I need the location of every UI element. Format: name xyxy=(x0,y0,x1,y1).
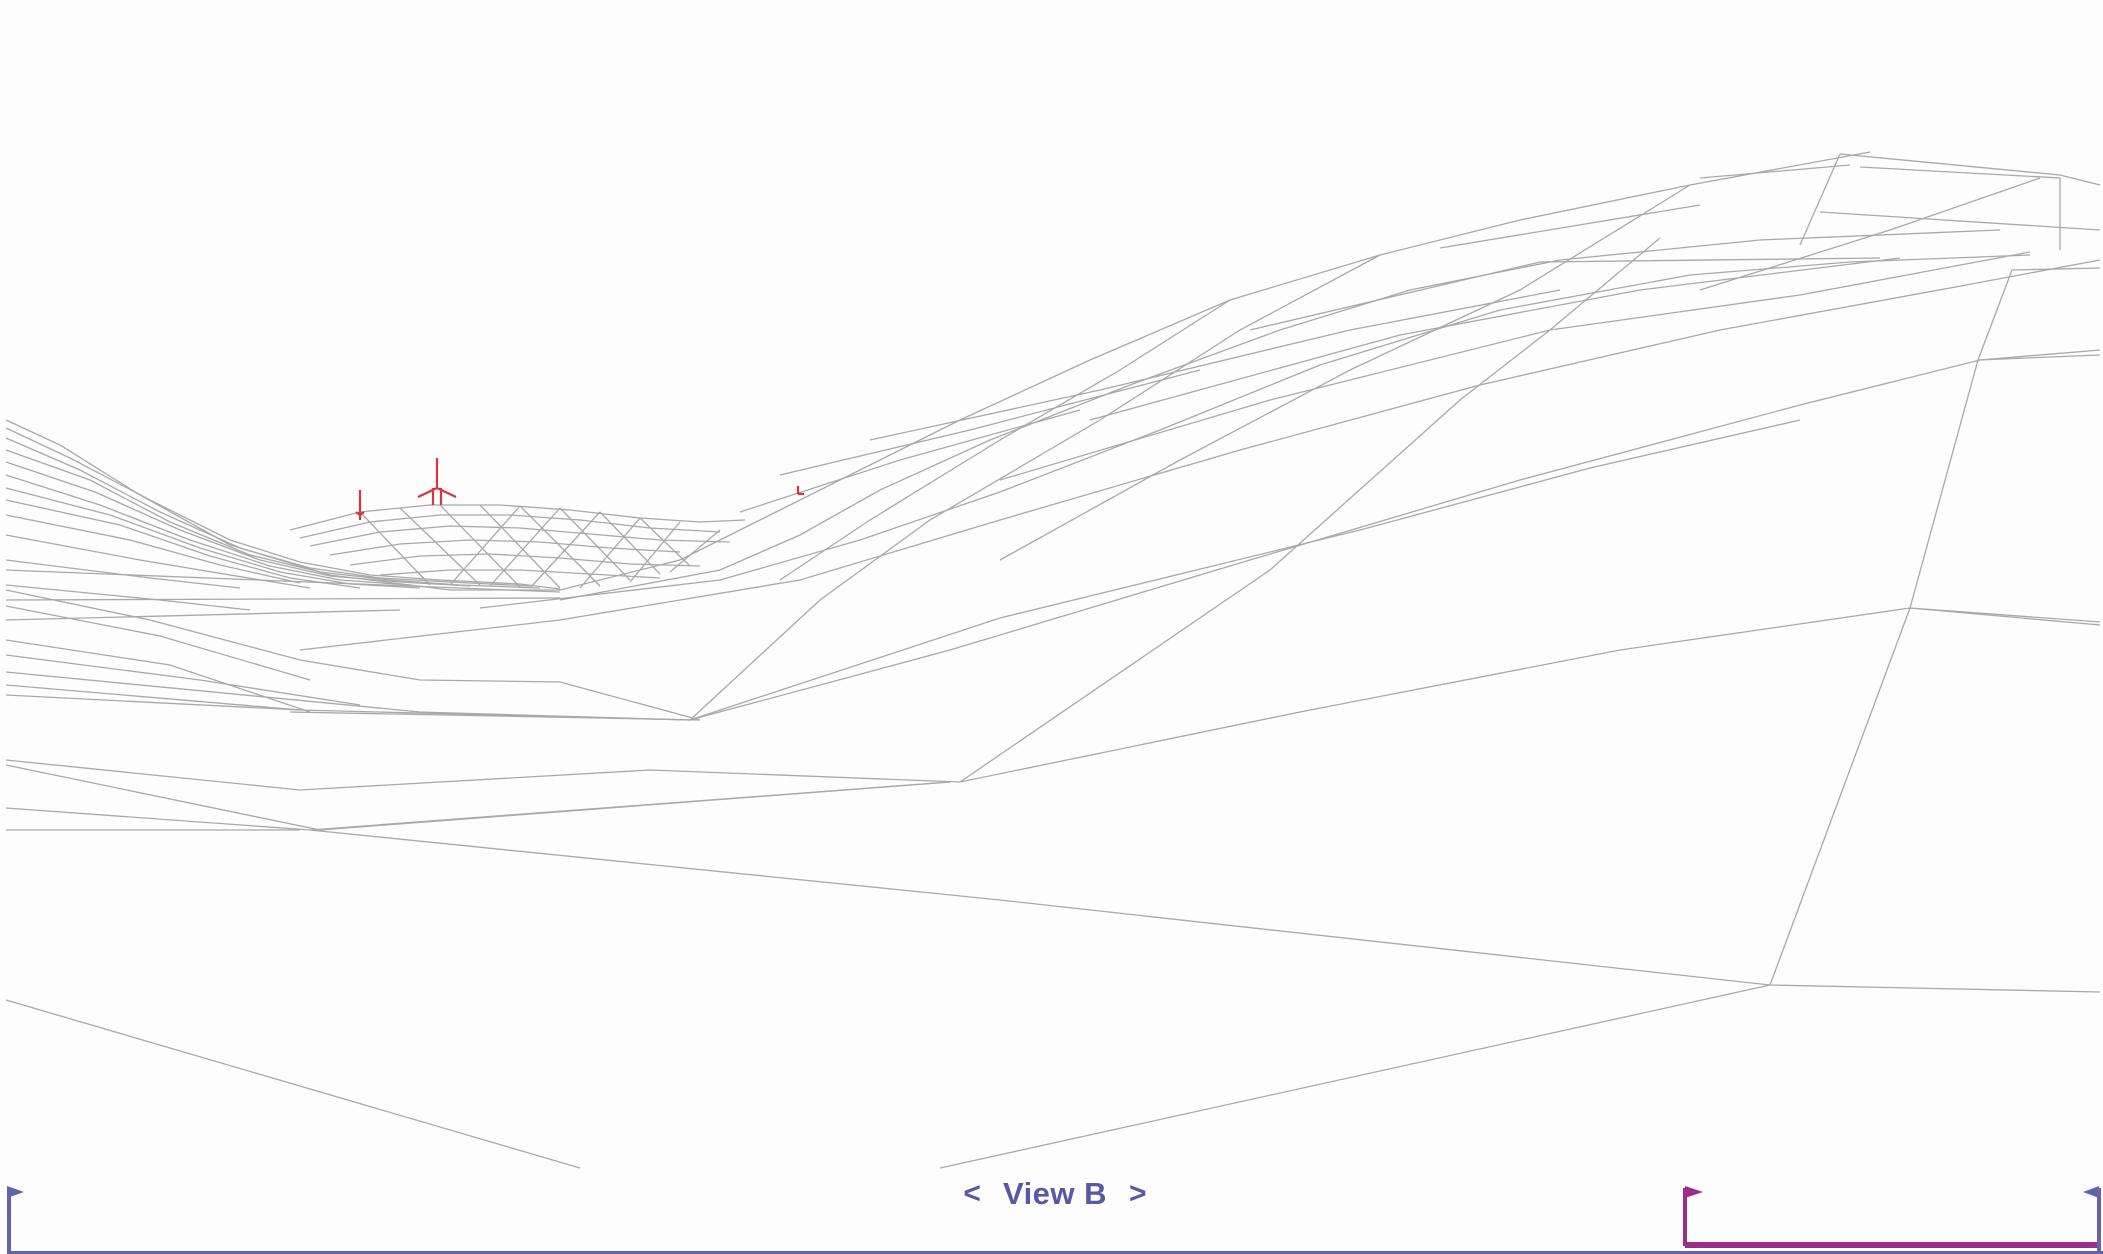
view-name-label: View B xyxy=(1002,1176,1108,1211)
terrain-mesh xyxy=(5,151,2101,1169)
range-end-flag[interactable] xyxy=(2083,1186,2099,1198)
view-navigator: < View B > xyxy=(950,1170,1160,1218)
wind-turbine-icon xyxy=(796,486,804,496)
view-range-bracket xyxy=(7,1186,2103,1254)
wind-turbine-icon xyxy=(417,458,457,505)
previous-view-button[interactable]: < xyxy=(963,1177,981,1210)
wind-turbine-icon xyxy=(355,490,365,520)
highlight-start-flag[interactable] xyxy=(1685,1186,1703,1198)
range-start-flag[interactable] xyxy=(7,1186,24,1198)
next-view-button[interactable]: > xyxy=(1129,1177,1147,1210)
